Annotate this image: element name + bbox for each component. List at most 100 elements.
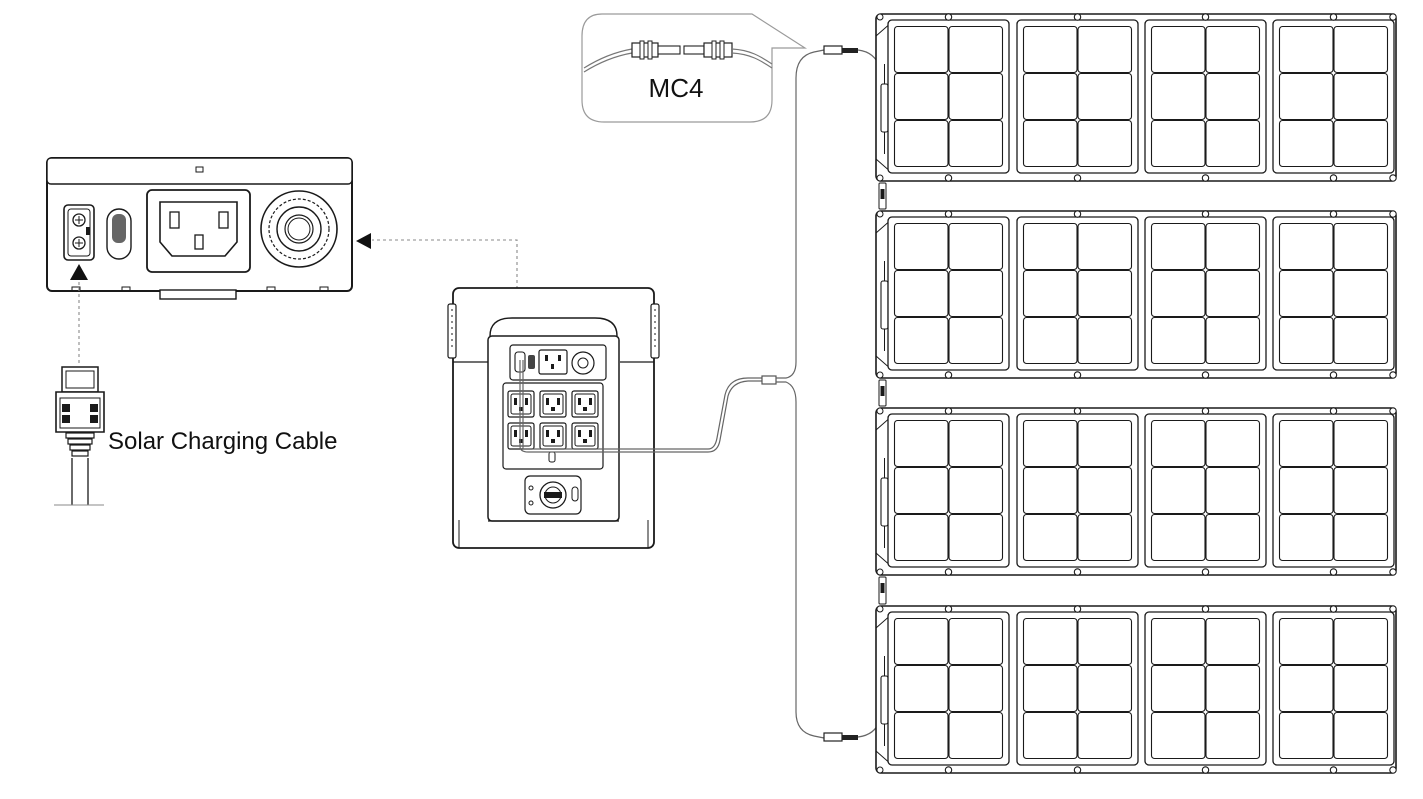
- solar-cell: [1150, 419, 1206, 468]
- solar-panel-section: [887, 19, 1010, 174]
- solar-cell: [1077, 664, 1133, 713]
- solar-panel-section: [1144, 19, 1267, 174]
- solar-cell: [1278, 269, 1334, 318]
- xt60-port-icon: [260, 190, 338, 268]
- solar-cell: [1077, 119, 1133, 168]
- solar-cell: [1333, 617, 1389, 666]
- solar-cell: [1022, 25, 1078, 74]
- solar-cell: [1278, 664, 1334, 713]
- ac-outlet-grid: [507, 390, 599, 450]
- solar-cell: [948, 617, 1004, 666]
- solar-cell: [948, 25, 1004, 74]
- solar-cell: [1150, 711, 1206, 760]
- solar-cell: [1077, 711, 1133, 760]
- solar-cell: [893, 664, 949, 713]
- solar-cell: [1150, 664, 1206, 713]
- solar-cell: [893, 25, 949, 74]
- solar-cell: [1150, 466, 1206, 515]
- mc4-callout: MC4: [581, 13, 808, 123]
- solar-cell: [1205, 222, 1261, 271]
- solar-panel-section: [1144, 216, 1267, 371]
- solar-cell: [1205, 513, 1261, 562]
- solar-cell: [893, 513, 949, 562]
- solar-cell: [1077, 72, 1133, 121]
- solar-cell: [1022, 466, 1078, 515]
- solar-cell: [1022, 711, 1078, 760]
- solar-cell: [1022, 72, 1078, 121]
- solar-cell: [1150, 222, 1206, 271]
- solar-cell: [893, 119, 949, 168]
- solar-cell: [1205, 25, 1261, 74]
- solar-cell: [948, 466, 1004, 515]
- solar-cell: [1278, 25, 1334, 74]
- solar-panel-section: [887, 611, 1010, 766]
- solar-cell: [1278, 419, 1334, 468]
- solar-cell: [1205, 72, 1261, 121]
- ac-outlet: [507, 390, 535, 418]
- solar-cell: [893, 466, 949, 515]
- solar-cell: [1205, 316, 1261, 365]
- solar-panel-icon: [875, 13, 1397, 182]
- solar-panel-section: [1016, 19, 1139, 174]
- power-station-icon: [447, 287, 660, 549]
- solar-cell: [1333, 664, 1389, 713]
- solar-panel-section: [1016, 611, 1139, 766]
- solar-charging-cable-label: Solar Charging Cable: [108, 428, 337, 455]
- solar-cell: [1333, 711, 1389, 760]
- solar-cell: [1022, 419, 1078, 468]
- ac-outlet: [539, 422, 567, 450]
- solar-panel-array: [875, 13, 1397, 774]
- ac-outlet: [539, 390, 567, 418]
- solar-cell: [1022, 269, 1078, 318]
- solar-cell: [1333, 466, 1389, 515]
- solar-cell: [1333, 316, 1389, 365]
- solar-cell: [1205, 419, 1261, 468]
- solar-cell: [893, 711, 949, 760]
- solar-panel-section: [1016, 413, 1139, 568]
- solar-cell: [1077, 316, 1133, 365]
- solar-cell: [948, 222, 1004, 271]
- solar-cell: [1333, 513, 1389, 562]
- solar-cell: [948, 119, 1004, 168]
- arrow-up-icon: [70, 264, 88, 280]
- solar-panel-section: [887, 413, 1010, 568]
- solar-cell: [1022, 222, 1078, 271]
- panel-link-connector: [878, 576, 887, 605]
- ac-outlet: [571, 422, 599, 450]
- solar-panel-section: [1144, 611, 1267, 766]
- solar-cell: [1022, 513, 1078, 562]
- panel-link-connector: [878, 379, 887, 407]
- mc4-connector-top: [823, 45, 885, 85]
- solar-cable-plug-icon: [54, 366, 105, 506]
- solar-cell: [1022, 617, 1078, 666]
- solar-cell: [1150, 25, 1206, 74]
- back-panel-closeup: [46, 157, 353, 300]
- solar-cell: [948, 664, 1004, 713]
- mc4-connector-icon: [583, 40, 773, 73]
- solar-cell: [1278, 72, 1334, 121]
- solar-panel-icon: [875, 210, 1397, 379]
- solar-cell: [1333, 419, 1389, 468]
- solar-cell: [893, 316, 949, 365]
- solar-cell: [1333, 25, 1389, 74]
- solar-panel-icon: [875, 605, 1397, 774]
- solar-cell: [1022, 119, 1078, 168]
- solar-panel-section: [1272, 413, 1395, 568]
- solar-cell: [948, 711, 1004, 760]
- mc4-label: MC4: [649, 73, 704, 103]
- solar-cell: [1150, 617, 1206, 666]
- solar-cell: [1205, 466, 1261, 515]
- solar-panel-section: [887, 216, 1010, 371]
- solar-panel-icon: [875, 407, 1397, 576]
- arrow-left-icon: [356, 233, 371, 249]
- solar-cell: [1077, 419, 1133, 468]
- solar-cell: [1077, 25, 1133, 74]
- solar-cables: [519, 49, 825, 739]
- solar-cell: [1205, 617, 1261, 666]
- solar-cell: [1278, 316, 1334, 365]
- solar-cell: [1333, 119, 1389, 168]
- solar-cell: [893, 222, 949, 271]
- solar-cell: [893, 269, 949, 318]
